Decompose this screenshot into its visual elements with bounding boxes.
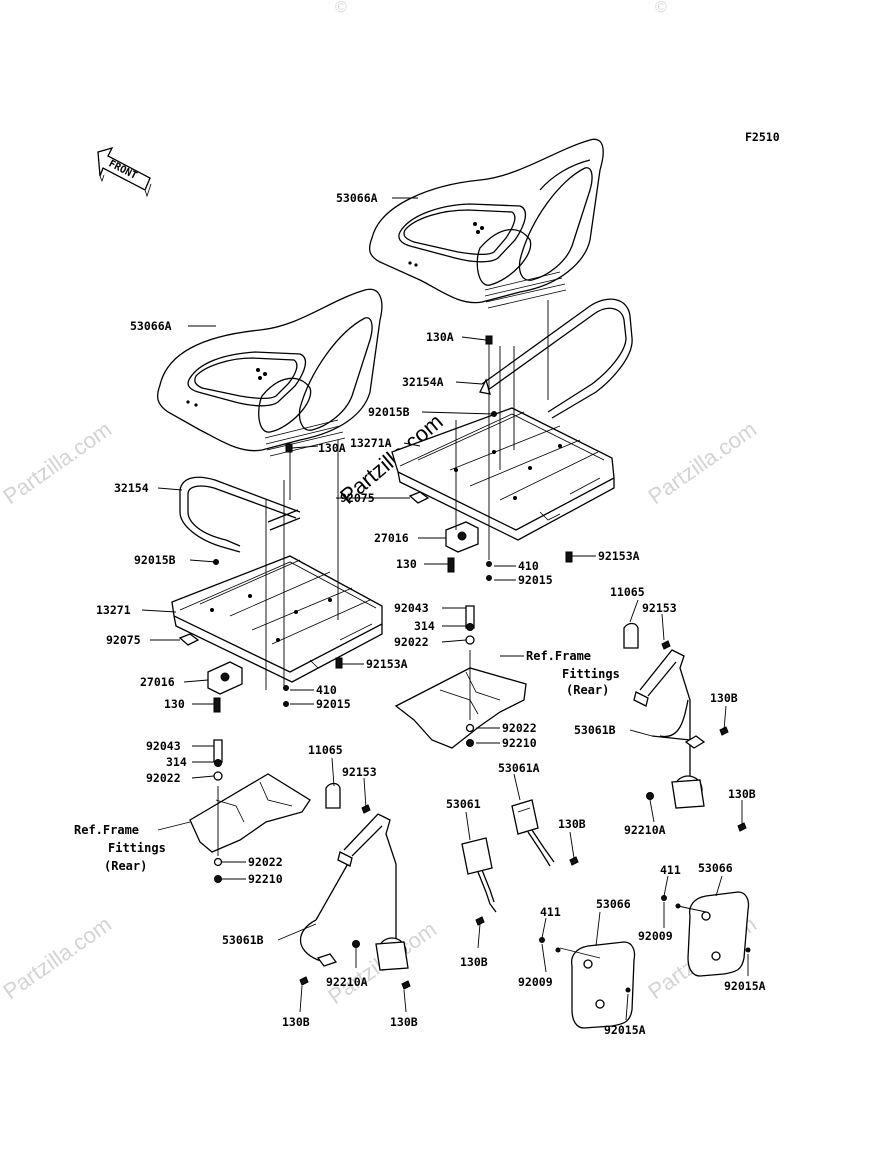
label-53066-b: 53066	[698, 861, 733, 875]
figure-code: F2510	[745, 130, 780, 144]
label-92015-lower: 92015	[316, 697, 351, 711]
pad-53066-center	[570, 941, 636, 1029]
label-92153-left: 92153	[342, 765, 377, 779]
label-53066A-lower: 53066A	[130, 319, 172, 333]
label-130B-right1: 130B	[710, 691, 738, 705]
label-32154: 32154	[114, 481, 149, 495]
grab-bar-lower	[179, 476, 301, 553]
label-130B-center2: 130B	[460, 955, 488, 969]
label-92075-upper: 92075	[340, 491, 375, 505]
label-11065-left: 11065	[308, 743, 343, 757]
bracket-27016-upper	[445, 521, 479, 553]
ref-left-line2: Fittings	[108, 841, 166, 855]
label-130B-left2: 130B	[390, 1015, 418, 1029]
label-92015-upper: 92015	[518, 573, 553, 587]
ref-mid-line2: Fittings	[562, 667, 620, 681]
ref-left-line3: (Rear)	[104, 859, 147, 873]
label-32154A: 32154A	[402, 375, 444, 389]
label-92015B-upper: 92015B	[368, 405, 410, 419]
label-130-lower: 130	[164, 697, 185, 711]
label-13271A: 13271A	[350, 436, 392, 450]
ref-mid-line1: Ref.Frame	[526, 649, 591, 663]
label-53066-a: 53066	[596, 897, 631, 911]
seat-upper	[368, 138, 604, 309]
label-92043-mid: 92043	[394, 601, 429, 615]
leader-lines	[141, 197, 749, 1021]
label-92153A-upper: 92153A	[598, 549, 640, 563]
label-410-lower: 410	[316, 683, 337, 697]
frame-fitting-mid	[394, 667, 527, 749]
pad-53066-right	[687, 891, 750, 977]
bracket-27016-lower	[207, 661, 243, 695]
label-92210A-left: 92210A	[326, 975, 368, 989]
clip-92075-upper	[408, 491, 430, 504]
label-92022-left: 92022	[146, 771, 181, 785]
label-411-a: 411	[540, 905, 561, 919]
buckle-53061	[461, 837, 497, 926]
watermark-copyright: ©	[335, 0, 347, 16]
label-92015A-b: 92015A	[724, 979, 766, 993]
watermark-copyright: ©	[655, 0, 667, 16]
label-27016-lower: 27016	[140, 675, 175, 689]
label-410-upper: 410	[518, 559, 539, 573]
label-92210A-right: 92210A	[624, 823, 666, 837]
grab-bar-upper	[479, 298, 633, 419]
label-130A-mid: 130A	[318, 441, 346, 455]
seat-base-lower	[171, 555, 383, 683]
label-53061A: 53061A	[498, 761, 540, 775]
label-92015A-a: 92015A	[604, 1023, 646, 1037]
ref-left-line1: Ref.Frame	[74, 823, 139, 837]
label-130B-right2: 130B	[728, 787, 756, 801]
seat-base-upper	[391, 407, 615, 541]
label-92210-mid: 92210	[502, 736, 537, 750]
seatbelt-left	[299, 782, 411, 990]
label-92015B-lower: 92015B	[134, 553, 176, 567]
label-11065-right: 11065	[610, 585, 645, 599]
part-labels: 53066A 53066A 130A 32154A 92015B 13271A …	[74, 191, 766, 1037]
label-53061B-left: 53061B	[222, 933, 264, 947]
watermarks: © © Partzilla.com Partzilla.com Partzill…	[0, 0, 761, 1009]
label-53066A-upper: 53066A	[336, 191, 378, 205]
seat-lower	[156, 288, 383, 457]
label-92022-mid2: 92022	[502, 721, 537, 735]
label-130A-upper: 130A	[426, 330, 454, 344]
label-53061B-right: 53061B	[574, 723, 616, 737]
label-130-upper: 130	[396, 557, 417, 571]
label-53061: 53061	[446, 797, 481, 811]
label-92022-mid: 92022	[394, 635, 429, 649]
frame-fitting-left	[189, 773, 311, 853]
buckle-53061A	[511, 799, 579, 867]
label-92022-left2: 92022	[248, 855, 283, 869]
label-92075-lower: 92075	[106, 633, 141, 647]
label-92153A-lower: 92153A	[366, 657, 408, 671]
label-92009-a: 92009	[518, 975, 553, 989]
label-92043-left: 92043	[146, 739, 181, 753]
watermark-text: Partzilla.com	[0, 416, 116, 509]
clip-92075-lower	[178, 633, 200, 646]
label-130B-left1: 130B	[282, 1015, 310, 1029]
label-314-left: 314	[166, 755, 187, 769]
label-130B-center1: 130B	[558, 817, 586, 831]
ref-mid-line3: (Rear)	[566, 683, 609, 697]
fasteners	[213, 335, 751, 993]
watermark-text: Partzilla.com	[644, 416, 761, 509]
label-27016-upper: 27016	[374, 531, 409, 545]
label-314-mid: 314	[414, 619, 435, 633]
label-13271: 13271	[96, 603, 131, 617]
label-92009-b: 92009	[638, 929, 673, 943]
front-arrow-icon: FRONT	[97, 146, 152, 198]
label-411-b: 411	[660, 863, 681, 877]
label-92210-left: 92210	[248, 872, 283, 886]
label-92153-right: 92153	[642, 601, 677, 615]
watermark-text: Partzilla.com	[0, 911, 116, 1004]
